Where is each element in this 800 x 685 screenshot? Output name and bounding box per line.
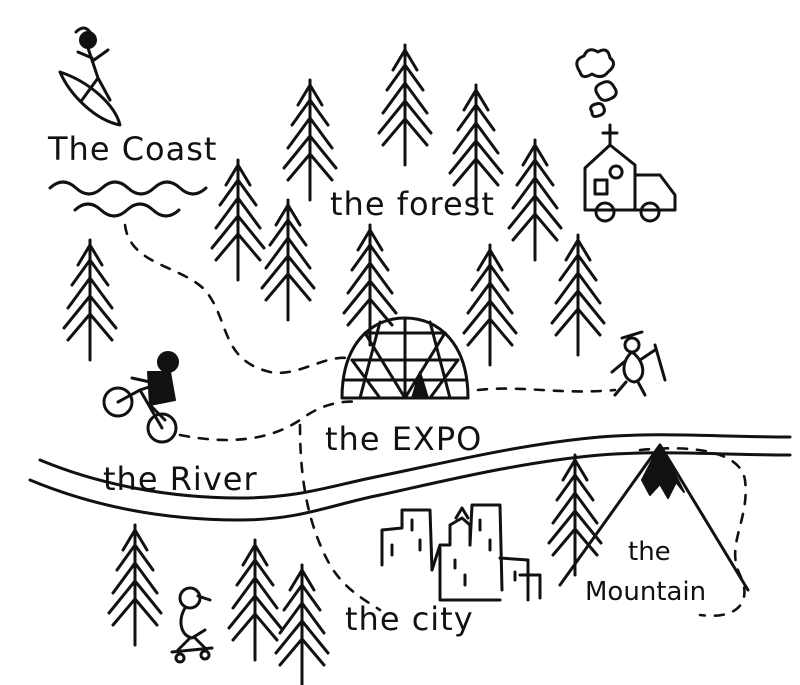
city-skyline-icon	[380, 503, 542, 602]
label-the-mountain-line2: Mountain	[585, 577, 706, 607]
geodesic-dome-icon	[340, 316, 470, 400]
skateboarder-icon	[170, 586, 214, 664]
label-the-city: the city	[345, 600, 474, 638]
label-the-forest: the forest	[330, 185, 495, 223]
label-the-mountain-line1: the	[628, 537, 671, 567]
label-the-river: the River	[103, 460, 258, 498]
dirt-bike-rider-icon	[102, 351, 179, 444]
label-the-expo: the EXPO	[325, 420, 482, 458]
waves-icon	[48, 180, 208, 218]
trail-paths	[123, 223, 747, 618]
hiker-icon	[610, 330, 667, 397]
label-the-coast: The Coast	[47, 130, 217, 168]
mountain-icon	[558, 443, 750, 592]
surfer-icon	[58, 26, 122, 127]
church-truck-icon	[575, 48, 677, 223]
